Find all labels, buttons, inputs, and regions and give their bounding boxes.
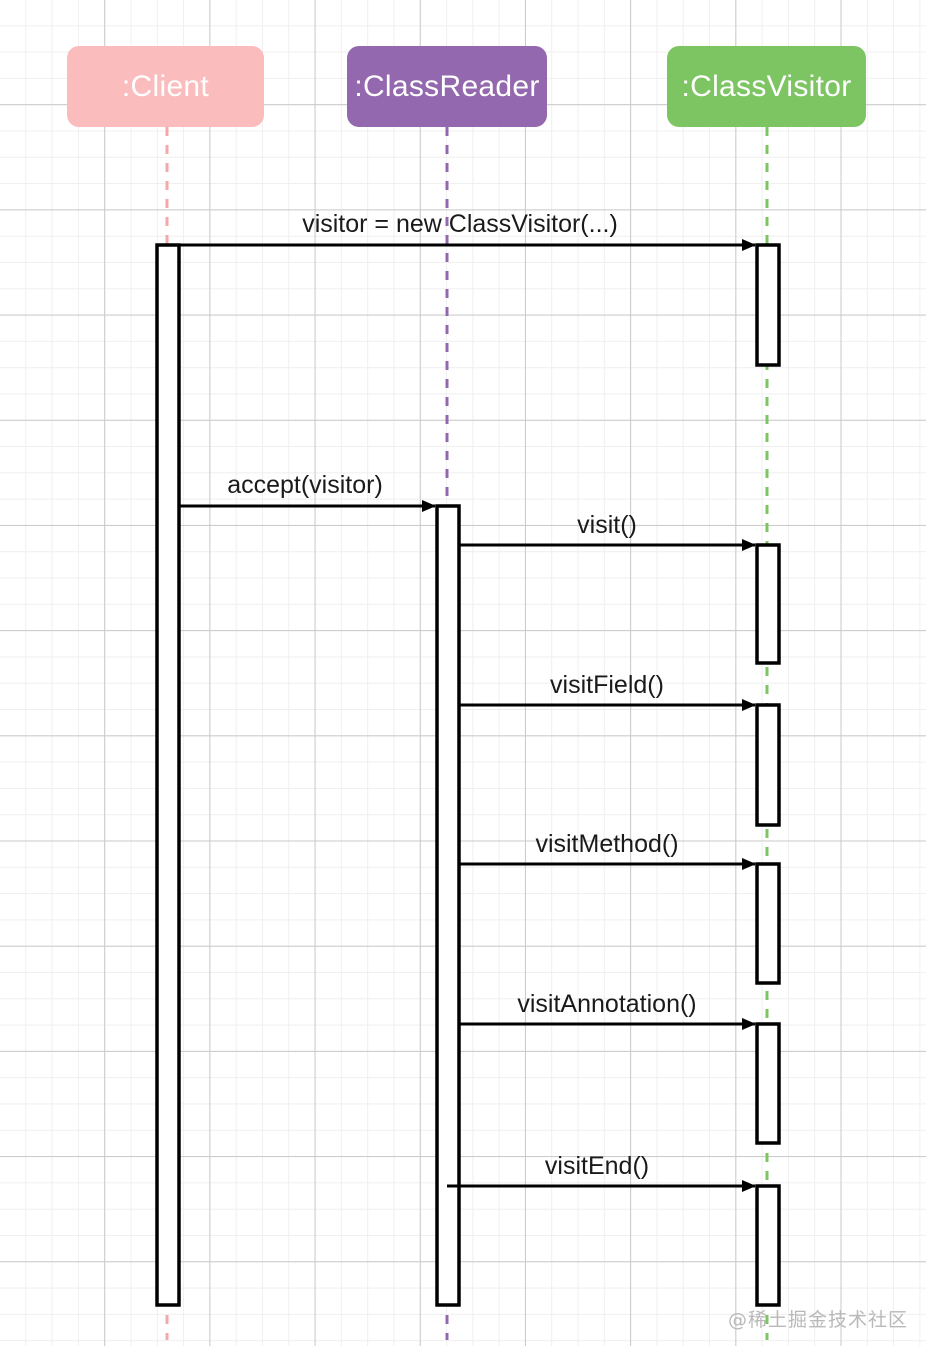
message-label-m4: visitField() xyxy=(550,671,664,699)
activation-bar-client-0 xyxy=(155,243,181,1307)
participant-box-client[interactable]: :Client xyxy=(67,46,264,127)
message-label-m2: accept(visitor) xyxy=(227,471,383,499)
participant-label-classreader: :ClassReader xyxy=(354,69,540,103)
participant-label-client: :Client xyxy=(121,69,210,103)
message-label-m5: visitMethod() xyxy=(535,830,679,858)
participant-box-classreader[interactable]: :ClassReader xyxy=(347,46,547,127)
activation-bar-classvisitor-4 xyxy=(755,1022,781,1145)
message-label-m1: visitor = new ClassVisitor(...) xyxy=(302,210,618,238)
activation-bar-classvisitor-0 xyxy=(755,243,781,367)
activation-bar-classvisitor-3 xyxy=(755,862,781,985)
activation-bar-classvisitor-2 xyxy=(755,703,781,827)
activation-bars-group xyxy=(155,243,781,1307)
activation-bar-classvisitor-1 xyxy=(755,543,781,665)
activation-bar-classvisitor-5 xyxy=(755,1184,781,1307)
participant-label-classvisitor: :ClassVisitor xyxy=(681,69,852,103)
message-arrows-group xyxy=(157,239,756,1192)
watermark-text: @稀土掘金技术社区 xyxy=(727,1309,908,1331)
message-label-m6: visitAnnotation() xyxy=(517,990,697,1018)
message-label-m7: visitEnd() xyxy=(544,1152,650,1180)
activation-bar-classreader-0 xyxy=(435,504,461,1307)
participant-box-classvisitor[interactable]: :ClassVisitor xyxy=(667,46,866,127)
message-label-m3: visit() xyxy=(577,511,637,539)
lifeline-dashes-group xyxy=(165,127,769,1340)
